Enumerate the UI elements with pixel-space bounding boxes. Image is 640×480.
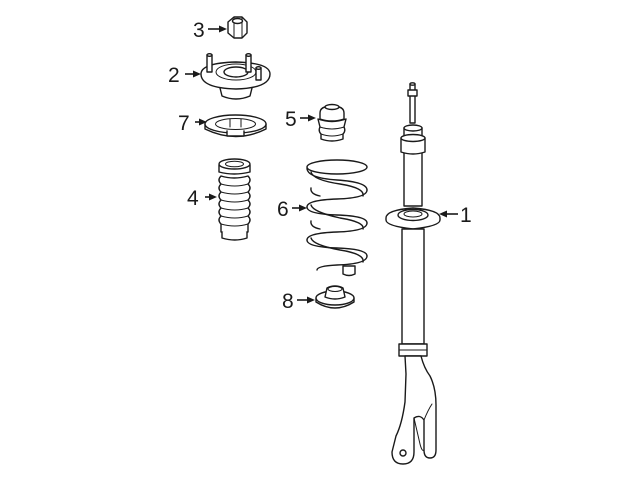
callout-3: 3 (193, 19, 205, 42)
part-4-dust-boot (218, 158, 251, 241)
part-8-lower-spring-seat (315, 285, 355, 309)
part-5-bump-stop (317, 103, 347, 142)
callout-8: 8 (282, 290, 294, 313)
callout-leaders (185, 25, 458, 304)
part-7-upper-isolator (204, 114, 267, 138)
callout-5: 5 (285, 108, 297, 131)
callout-6: 6 (277, 198, 289, 221)
part-6-coil-spring (306, 159, 368, 277)
part-1-strut-assembly (385, 82, 441, 465)
callout-1: 1 (460, 204, 472, 227)
part-2-upper-mount (200, 53, 271, 100)
callout-2: 2 (168, 64, 180, 87)
part-3-nut (227, 16, 248, 39)
callout-7: 7 (178, 112, 190, 135)
callout-4: 4 (187, 187, 199, 210)
